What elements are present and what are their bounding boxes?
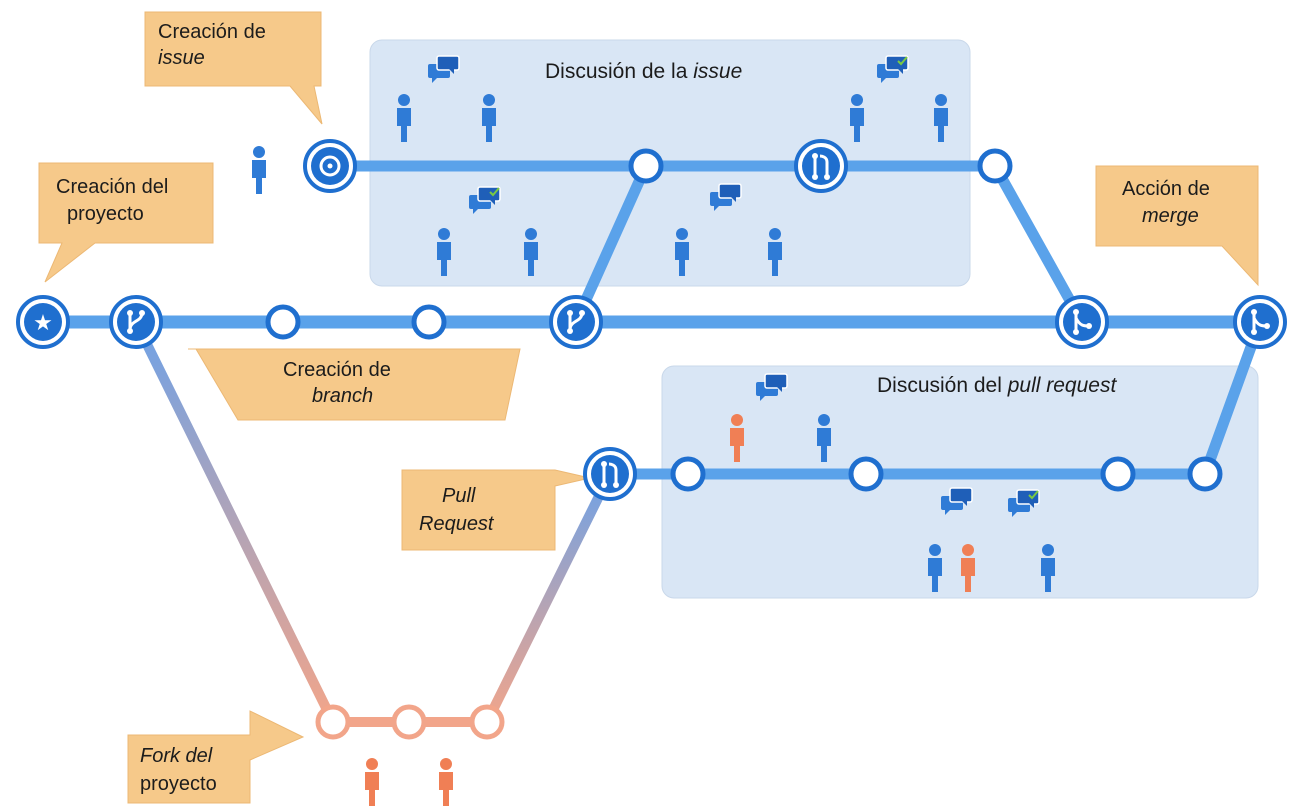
svg-text:proyecto: proyecto (140, 773, 217, 795)
merge-icon (1055, 295, 1109, 349)
branch-icon (109, 295, 163, 349)
issue-icon (303, 139, 357, 193)
chat-check-icon (468, 186, 501, 215)
svg-text:Acción de: Acción de (1122, 178, 1210, 200)
commit-node (1100, 456, 1136, 492)
commit-node (265, 304, 301, 340)
pull-request-panel-title: Discusión del pull request (877, 374, 1117, 397)
svg-text:merge: merge (1142, 205, 1199, 227)
svg-text:Fork del: Fork del (140, 745, 213, 767)
pull-request-icon (583, 447, 637, 501)
svg-text:Request: Request (419, 513, 495, 535)
svg-text:proyecto: proyecto (67, 203, 144, 225)
merge-icon (1233, 295, 1287, 349)
chat-check-icon (876, 55, 909, 84)
callout-pull-request: Pull Request (401, 469, 591, 551)
fork-commit-node (315, 704, 351, 740)
svg-text:Creación de: Creación de (283, 359, 391, 381)
person-icon (252, 146, 266, 194)
commit-node (977, 148, 1013, 184)
chat-check-icon (1007, 489, 1040, 518)
callout-project-creation: Creación del proyecto (38, 162, 214, 283)
commit-node (411, 304, 447, 340)
pull-request-discussion-panel (661, 365, 1259, 599)
fork-commit-node (391, 704, 427, 740)
commit-node (848, 456, 884, 492)
svg-text:Creación del: Creación del (56, 176, 168, 198)
svg-text:★: ★ (33, 311, 53, 336)
issue-panel-title: Discusión de la issue (545, 60, 742, 83)
commit-node (628, 148, 664, 184)
person-icon (439, 758, 453, 806)
svg-text:Pull: Pull (442, 485, 476, 507)
callout-merge-action: Acción de merge (1095, 165, 1259, 287)
svg-text:issue: issue (158, 47, 205, 69)
branch-icon (549, 295, 603, 349)
commit-node (670, 456, 706, 492)
pull-request-icon (794, 139, 848, 193)
callout-branch-creation: Creación de branch (188, 348, 521, 421)
star-icon: ★ (16, 295, 70, 349)
svg-text:Creación de: Creación de (158, 21, 266, 43)
fork-commit-node (469, 704, 505, 740)
person-icon (365, 758, 379, 806)
callout-fork: Fork del proyecto (127, 710, 305, 804)
commit-node (1187, 456, 1223, 492)
callout-issue-creation: Creación de issue (144, 11, 323, 125)
svg-text:branch: branch (312, 385, 373, 407)
